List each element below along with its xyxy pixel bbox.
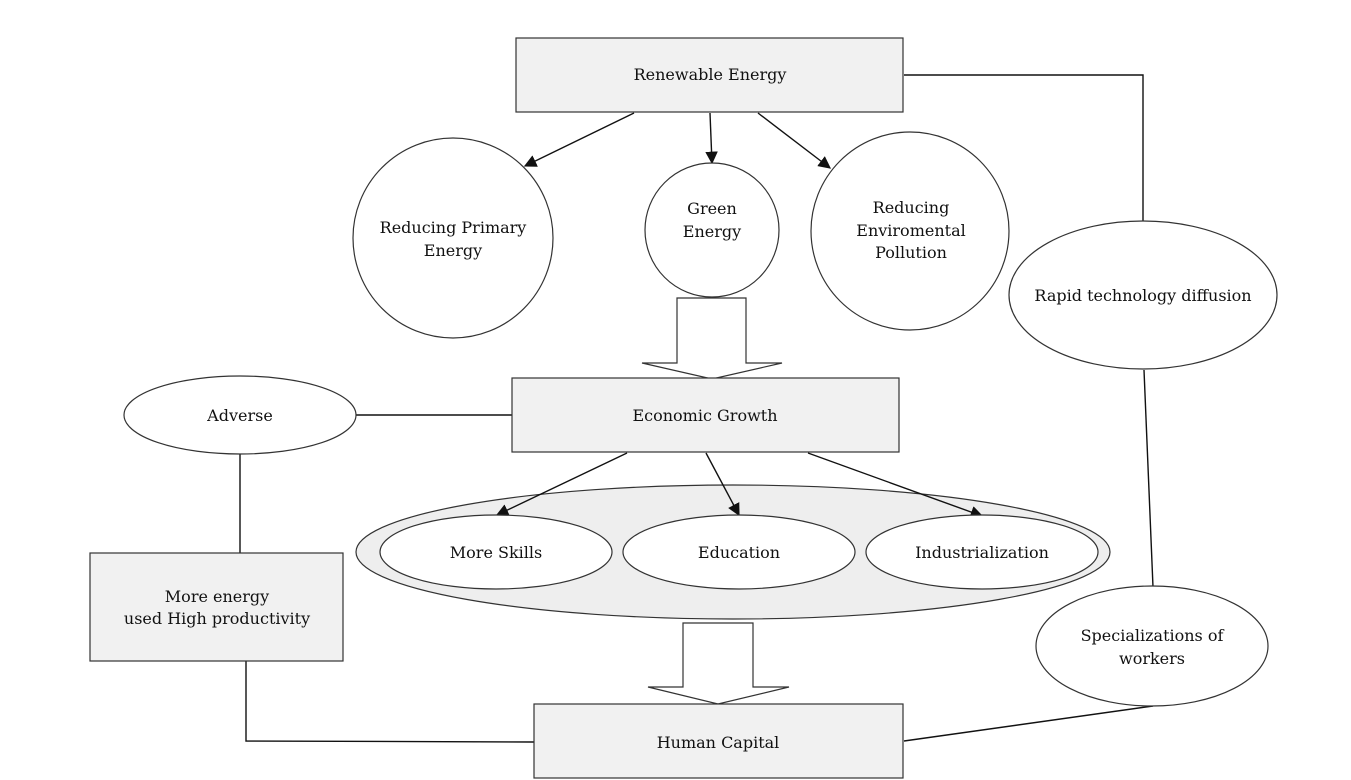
connector-specializations-to-human-capital	[903, 705, 1154, 742]
arrow-to-reducing-pollution	[757, 112, 832, 169]
human-capital-label: Human Capital	[657, 733, 780, 752]
industrialization-node: Industrialization	[865, 514, 1099, 590]
rapid-technology-diffusion-label: Rapid technology diffusion	[1034, 286, 1251, 305]
education-node: Education	[622, 514, 856, 590]
more-energy-node: More energy used High productivity	[89, 552, 344, 662]
specializations-label-line-2: workers	[1119, 649, 1185, 668]
reducing-primary-energy-label-line-1: Reducing Primary	[380, 218, 527, 237]
more-energy-label-line-2: used High productivity	[124, 609, 310, 628]
reducing-pollution-label-line-3: Pollution	[875, 243, 947, 262]
education-label: Education	[698, 543, 780, 562]
adverse-node: Adverse	[123, 375, 357, 455]
green-energy-node: Green Energy	[644, 162, 780, 298]
renewable-arrows	[523, 112, 832, 169]
reducing-pollution-label-line-2: Enviromental	[856, 221, 965, 240]
reducing-pollution-label-line-1: Reducing	[873, 198, 950, 217]
arrow-to-education	[705, 452, 740, 517]
reducing-primary-energy-node: Reducing Primary Energy	[352, 137, 554, 339]
green-energy-label-line-1: Green	[687, 199, 737, 218]
connector-renewable-to-technology	[904, 74, 1144, 222]
human-capital-node: Human Capital	[533, 703, 904, 779]
big-arrow-green-to-growth	[641, 297, 783, 380]
specializations-label-line-1: Specializations of	[1081, 626, 1225, 645]
connector-technology-to-specializations	[1143, 369, 1154, 588]
arrow-to-more-skills	[495, 452, 628, 516]
green-energy-label-line-2: Energy	[683, 222, 741, 241]
connector-more-energy-to-human-capital	[245, 661, 535, 743]
connectors	[239, 74, 1154, 743]
arrow-to-industrialization	[807, 452, 984, 519]
reducing-primary-energy-label-line-2: Energy	[424, 241, 482, 260]
adverse-label: Adverse	[206, 406, 273, 425]
industrialization-label: Industrialization	[915, 543, 1049, 562]
arrow-to-green-energy	[705, 112, 718, 165]
more-energy-label-line-1: More energy	[165, 587, 269, 606]
rapid-technology-diffusion-node: Rapid technology diffusion	[1008, 220, 1278, 370]
arrow-to-reducing-primary-energy	[523, 112, 635, 167]
more-skills-node: More Skills	[379, 514, 613, 590]
more-skills-label: More Skills	[450, 543, 542, 562]
renewable-energy-node: Renewable Energy	[515, 37, 904, 113]
growth-arrows	[495, 452, 984, 519]
big-arrow-skills-to-human-capital	[647, 622, 790, 705]
reducing-pollution-node: Reducing Enviromental Pollution	[810, 131, 1010, 331]
economic-growth-label: Economic Growth	[632, 406, 777, 425]
specializations-node: Specializations of workers	[1035, 585, 1269, 707]
renewable-energy-label: Renewable Energy	[634, 65, 787, 84]
economic-growth-node: Economic Growth	[511, 377, 900, 453]
